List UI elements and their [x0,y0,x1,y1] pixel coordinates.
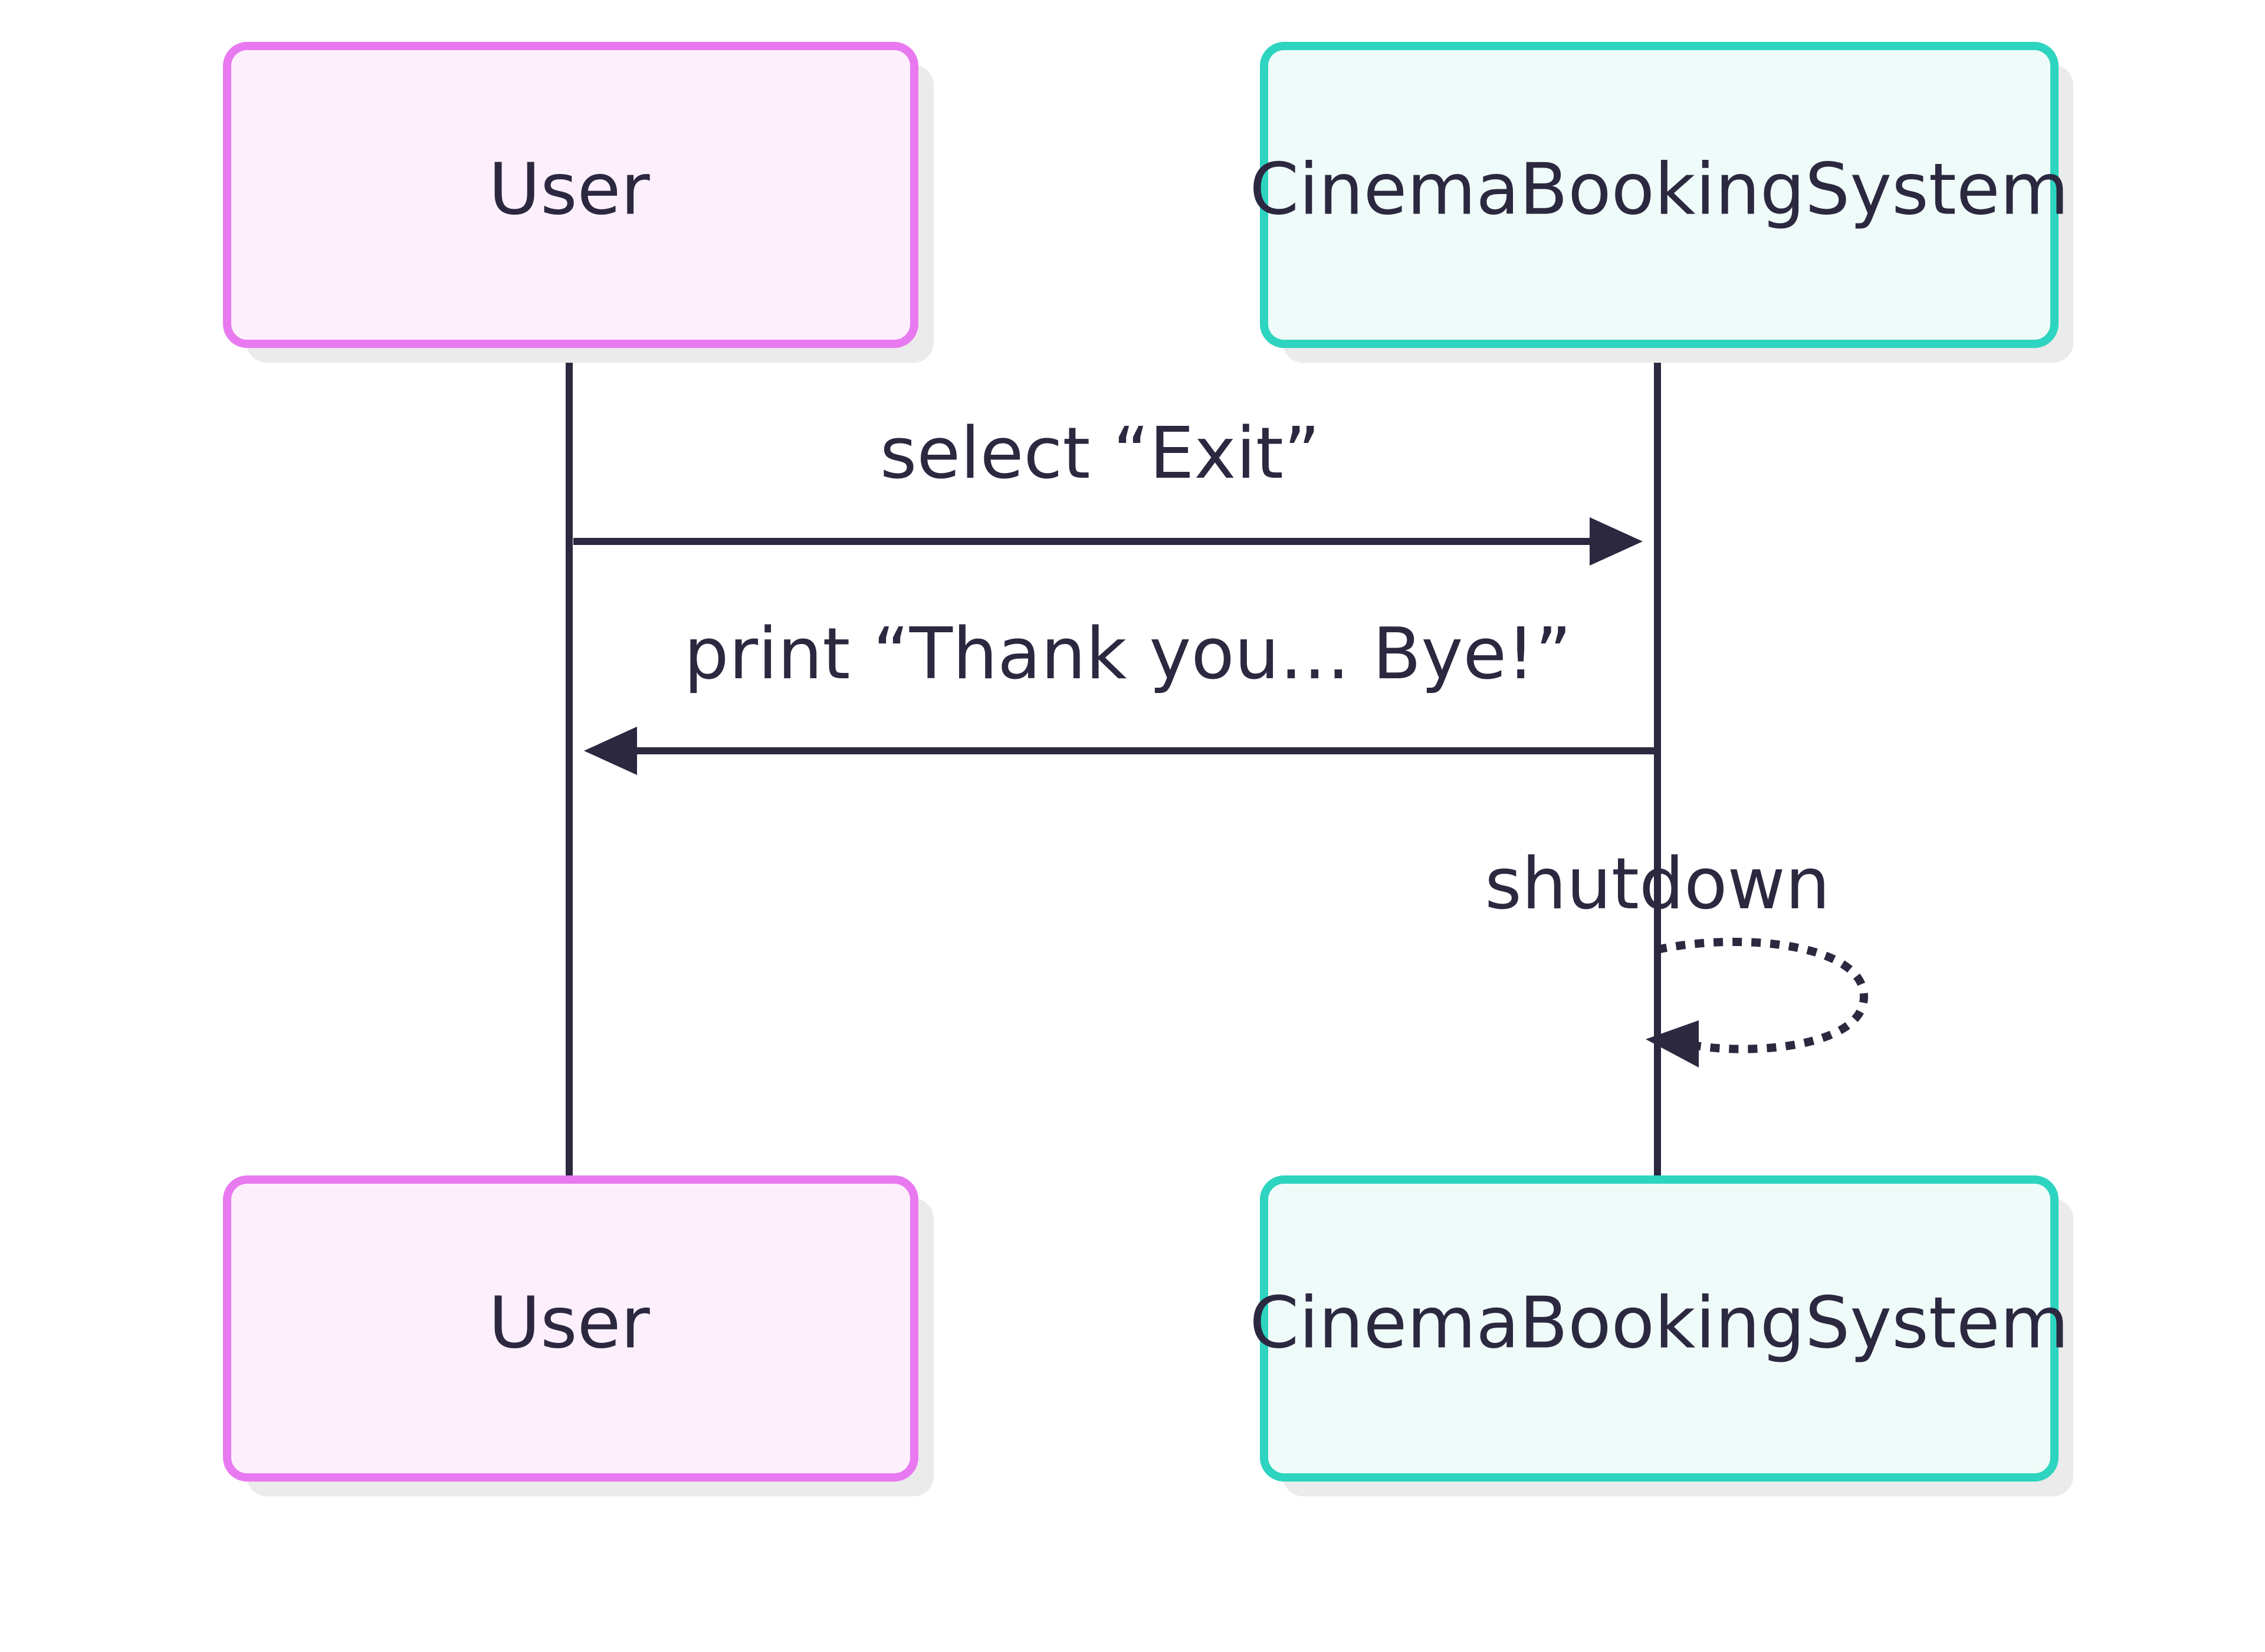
participant-box [1260,42,2059,348]
arrowhead [1590,517,1643,566]
participant-cinema-booking-system-bottom: CinemaBookingSystem [1249,1175,2073,1496]
message-select-exit: select “Exit” [573,413,1643,566]
participant-label: CinemaBookingSystem [1249,1283,2069,1365]
participant-user-top: User [223,42,934,363]
participant-box [1260,1175,2059,1482]
participant-box [223,42,918,348]
message-shutdown: shutdown [1485,843,1869,1068]
participant-label: User [488,149,650,231]
participant-label: User [488,1283,650,1365]
self-call-loop [1656,938,1869,1053]
participant-box [223,1175,918,1482]
message-print-thank-you: print “Thank you… Bye!” [584,613,1655,775]
participant-cinema-booking-system-top: CinemaBookingSystem [1249,42,2073,363]
participant-label: CinemaBookingSystem [1249,149,2069,231]
message-label: select “Exit” [880,413,1320,495]
participant-user-bottom: User [223,1175,934,1496]
message-label: shutdown [1485,843,1830,925]
message-label: print “Thank you… Bye!” [684,613,1572,695]
arrowhead [1646,1020,1699,1068]
arrowhead [584,727,637,775]
